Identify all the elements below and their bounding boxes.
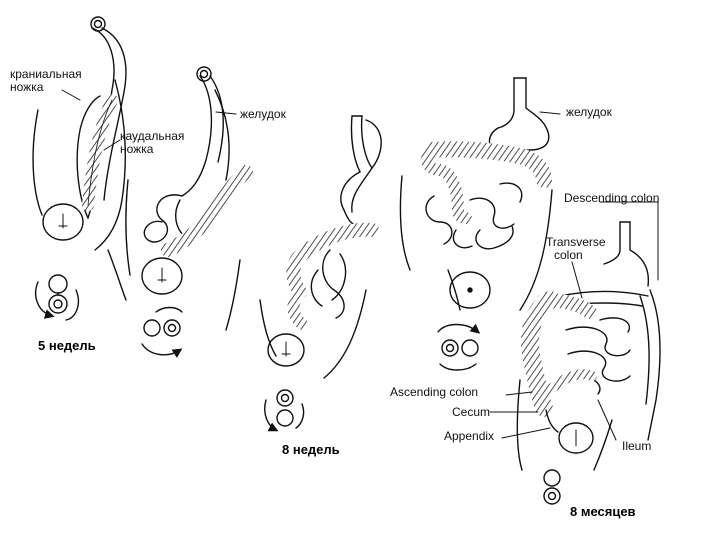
ileum-label: Ileum: [622, 439, 652, 453]
stage-8-months-drawing: [489, 201, 661, 505]
descending-colon-label: Descending colon: [564, 191, 660, 205]
cranial-limb-label: краниальная ножка: [10, 67, 82, 94]
cecum-label: Cecum: [452, 405, 491, 419]
stomach-label-1: желудок: [240, 107, 286, 121]
transverse-colon-label: Transverse colon: [546, 235, 606, 262]
stage-label-8-months: 8 месяцев: [570, 504, 636, 519]
stage-4-drawing: [399, 77, 561, 371]
stage-5-weeks-drawing: [32, 16, 127, 321]
ascending-colon-label: Ascending colon: [390, 385, 479, 399]
stomach-label-2: желудок: [566, 105, 612, 119]
stage-label-8-weeks: 8 недель: [282, 442, 340, 457]
caudal-limb-label: каудальная ножка: [120, 129, 185, 156]
stage-2-drawing: [107, 66, 253, 358]
appendix-label: Appendix: [444, 429, 495, 443]
stage-8-weeks-drawing: [259, 115, 382, 432]
stage-label-5-weeks: 5 недель: [38, 338, 96, 353]
